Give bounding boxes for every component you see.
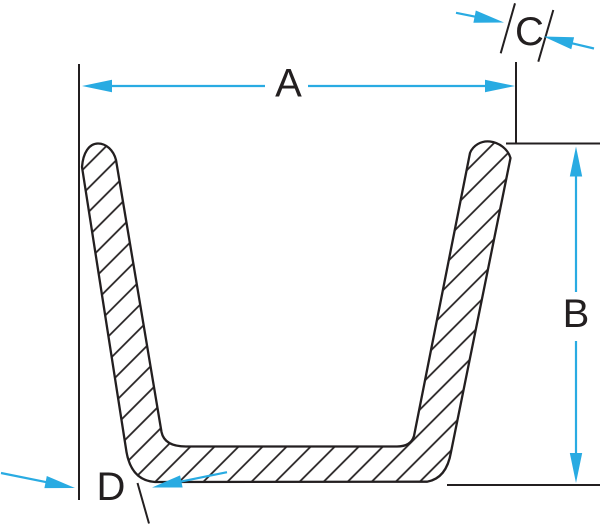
dimension-d-label: D [97, 465, 126, 509]
dimension-c-label: C [515, 10, 544, 54]
arrowhead-right-icon [44, 476, 75, 489]
channel-profile-outline [80, 140, 512, 484]
dimension-d-leader-right [178, 471, 228, 483]
arrowhead-right-icon [473, 10, 504, 23]
arrowhead-up-icon [569, 146, 583, 177]
dimension-c-leader-right [569, 41, 595, 50]
arrowhead-left-icon [152, 475, 183, 488]
dimension-b: B [563, 146, 590, 483]
thickness-slash-left [499, 3, 516, 54]
extension-lines [78, 3, 600, 524]
dimension-c: C [455, 10, 595, 54]
arrowhead-down-icon [569, 453, 583, 483]
dimension-b-label: B [563, 292, 590, 336]
dimension-d-leader-left [0, 471, 50, 484]
flange-face-extension-line [136, 482, 150, 524]
arrowhead-right-icon [485, 79, 515, 93]
arrowhead-left-icon [82, 79, 112, 93]
dimension-d: D [0, 465, 228, 509]
channel-profile [80, 140, 512, 484]
arrowhead-left-icon [543, 36, 575, 50]
thickness-slash-right [537, 9, 555, 62]
dimension-a-label: A [275, 62, 302, 106]
dimension-a: A [82, 62, 515, 106]
